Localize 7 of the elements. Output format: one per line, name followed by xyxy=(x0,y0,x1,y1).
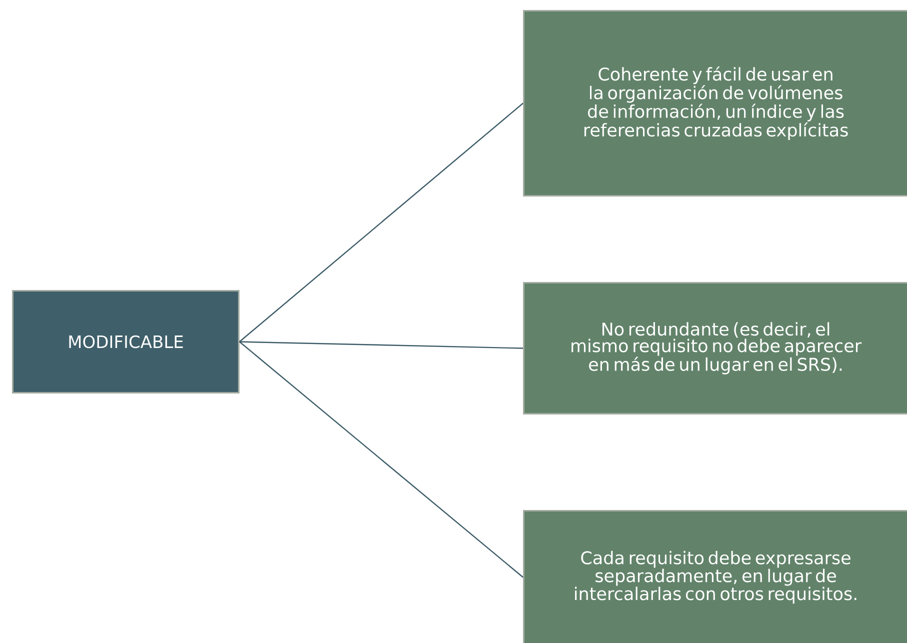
connector-line xyxy=(239,341,524,578)
text-box: No redundante (es decir, el mismo requisito no debe aparecer en más de un lugar en el SRS). xyxy=(523,282,907,414)
title-box: MODIFICABLE xyxy=(12,290,240,394)
connector-line xyxy=(239,102,524,342)
connector-line xyxy=(240,341,524,349)
text-box: Coherente y fácil de usar en la organización de volúmenes de información, un índice y las referencias cruzadas explícitas xyxy=(523,10,907,196)
text-box: Cada requisito debe expresarse separadamente, en lugar de intercalarlas con otros requisitos. xyxy=(523,510,907,643)
